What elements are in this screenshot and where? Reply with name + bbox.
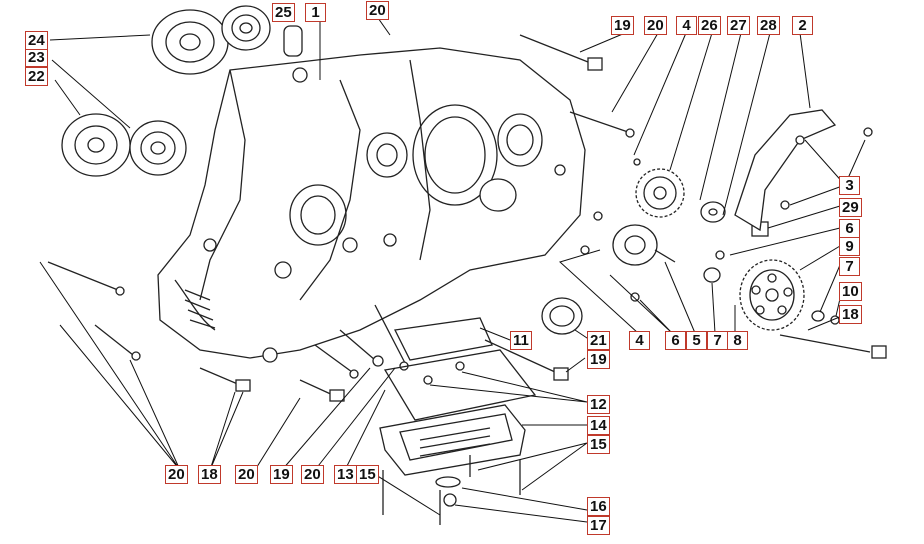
callout-25: 25 — [272, 3, 295, 22]
callout-27: 27 — [727, 16, 750, 35]
cover-plate — [734, 109, 837, 232]
bearing-24 — [151, 9, 229, 75]
callout-6-right: 6 — [839, 219, 860, 238]
callout-15-left: 15 — [356, 465, 379, 484]
callout-20-upper-right: 20 — [644, 16, 667, 35]
oil-pump — [580, 211, 676, 302]
dowel-pin — [283, 25, 303, 57]
callout-17: 17 — [587, 516, 610, 535]
callout-1: 1 — [305, 3, 326, 22]
callout-4-top: 4 — [676, 16, 697, 35]
callout-21: 21 — [587, 331, 610, 350]
callout-2: 2 — [792, 16, 813, 35]
callout-3: 3 — [839, 176, 860, 195]
callout-15-right: 15 — [587, 435, 610, 454]
callout-26: 26 — [698, 16, 721, 35]
callout-22: 22 — [25, 67, 48, 86]
callout-13: 13 — [334, 465, 357, 484]
callout-20-bottom-left: 20 — [165, 465, 188, 484]
callout-16: 16 — [587, 497, 610, 516]
callout-12: 12 — [587, 395, 610, 414]
leader-lines — [39, 17, 866, 523]
oil-pan-assembly — [379, 317, 537, 525]
callout-23: 23 — [25, 48, 48, 67]
callout-7-bottom: 7 — [707, 331, 728, 350]
callout-11: 11 — [510, 331, 532, 350]
sprocket — [633, 158, 685, 218]
callout-18-right: 18 — [839, 305, 862, 324]
callout-24: 24 — [25, 31, 48, 50]
long-bolts — [47, 34, 887, 402]
bearing-22 — [61, 113, 131, 177]
callout-14: 14 — [587, 416, 610, 435]
oil-seal — [541, 297, 583, 335]
callout-28: 28 — [757, 16, 780, 35]
bearing-23 — [129, 120, 187, 176]
gear — [703, 250, 840, 331]
callout-6-bottom: 6 — [665, 331, 686, 350]
callout-10: 10 — [839, 282, 862, 301]
callout-19-top: 19 — [611, 16, 634, 35]
callout-19-bottom: 19 — [270, 465, 293, 484]
callout-18-bottom: 18 — [198, 465, 221, 484]
crankcase-body — [157, 47, 586, 363]
callout-20-bottom-mid: 20 — [235, 465, 258, 484]
callout-9: 9 — [839, 237, 860, 256]
callout-20-bottom-right: 20 — [301, 465, 324, 484]
callout-20-top: 20 — [366, 1, 389, 20]
callout-5: 5 — [686, 331, 707, 350]
callout-7-right: 7 — [839, 257, 860, 276]
callout-29: 29 — [839, 198, 862, 217]
bearing-25 — [221, 5, 271, 51]
callout-8: 8 — [727, 331, 748, 350]
callout-4-bottom: 4 — [629, 331, 650, 350]
callout-19-middle: 19 — [587, 350, 610, 369]
